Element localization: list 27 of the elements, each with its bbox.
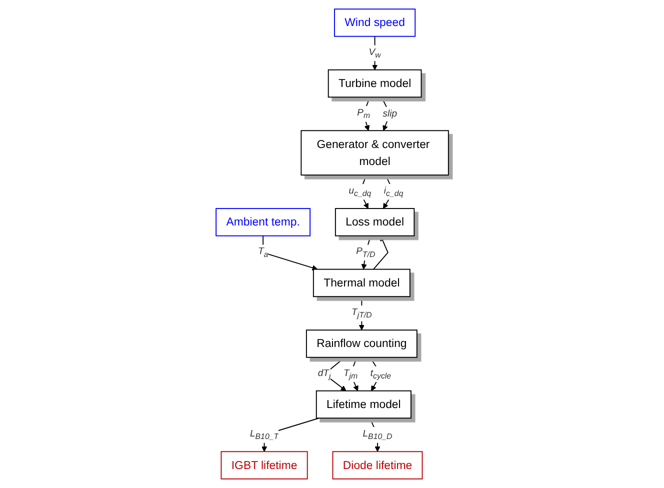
edge-label: P$_{T/D}$ [356,246,375,259]
edge-label: dT$_{j}$ [318,368,330,380]
edge-label: i$_{c_dq}$ [384,185,403,198]
edge-label: P$_{m}$ [356,107,370,120]
node-box: Rainflow counting [306,330,418,358]
node-box: Loss model [334,208,414,236]
edge-label: T$_{a}$ [258,246,268,259]
edge-label: L$_{B10_T}$ [250,428,278,441]
node-box: Ambient temp. [215,208,310,236]
edge-label: T$_{jT/D}$ [351,306,372,320]
edge-label: L$_{B10_D}$ [362,428,392,441]
node-box: Thermal model [312,268,410,298]
edge-label: t$_{cycle}$ [370,368,391,380]
edge-label: slip [382,108,397,119]
node-box: IGBT lifetime [220,451,308,480]
arrow [372,236,388,270]
arrow [362,96,370,131]
node-box: Generator & converter model [300,130,449,176]
node-box: Wind speed [334,8,416,37]
node-box: Diode lifetime [332,451,422,480]
arrow [372,36,378,70]
edge-label: T$_{jm}$ [343,368,358,380]
node-box: Turbine model [328,69,422,98]
node-box: Lifetime model [316,390,412,419]
arrow [262,235,318,270]
edge-label: V$_{w}$ [368,46,381,60]
edge-label: u$_{c_dq}$ [348,185,371,198]
